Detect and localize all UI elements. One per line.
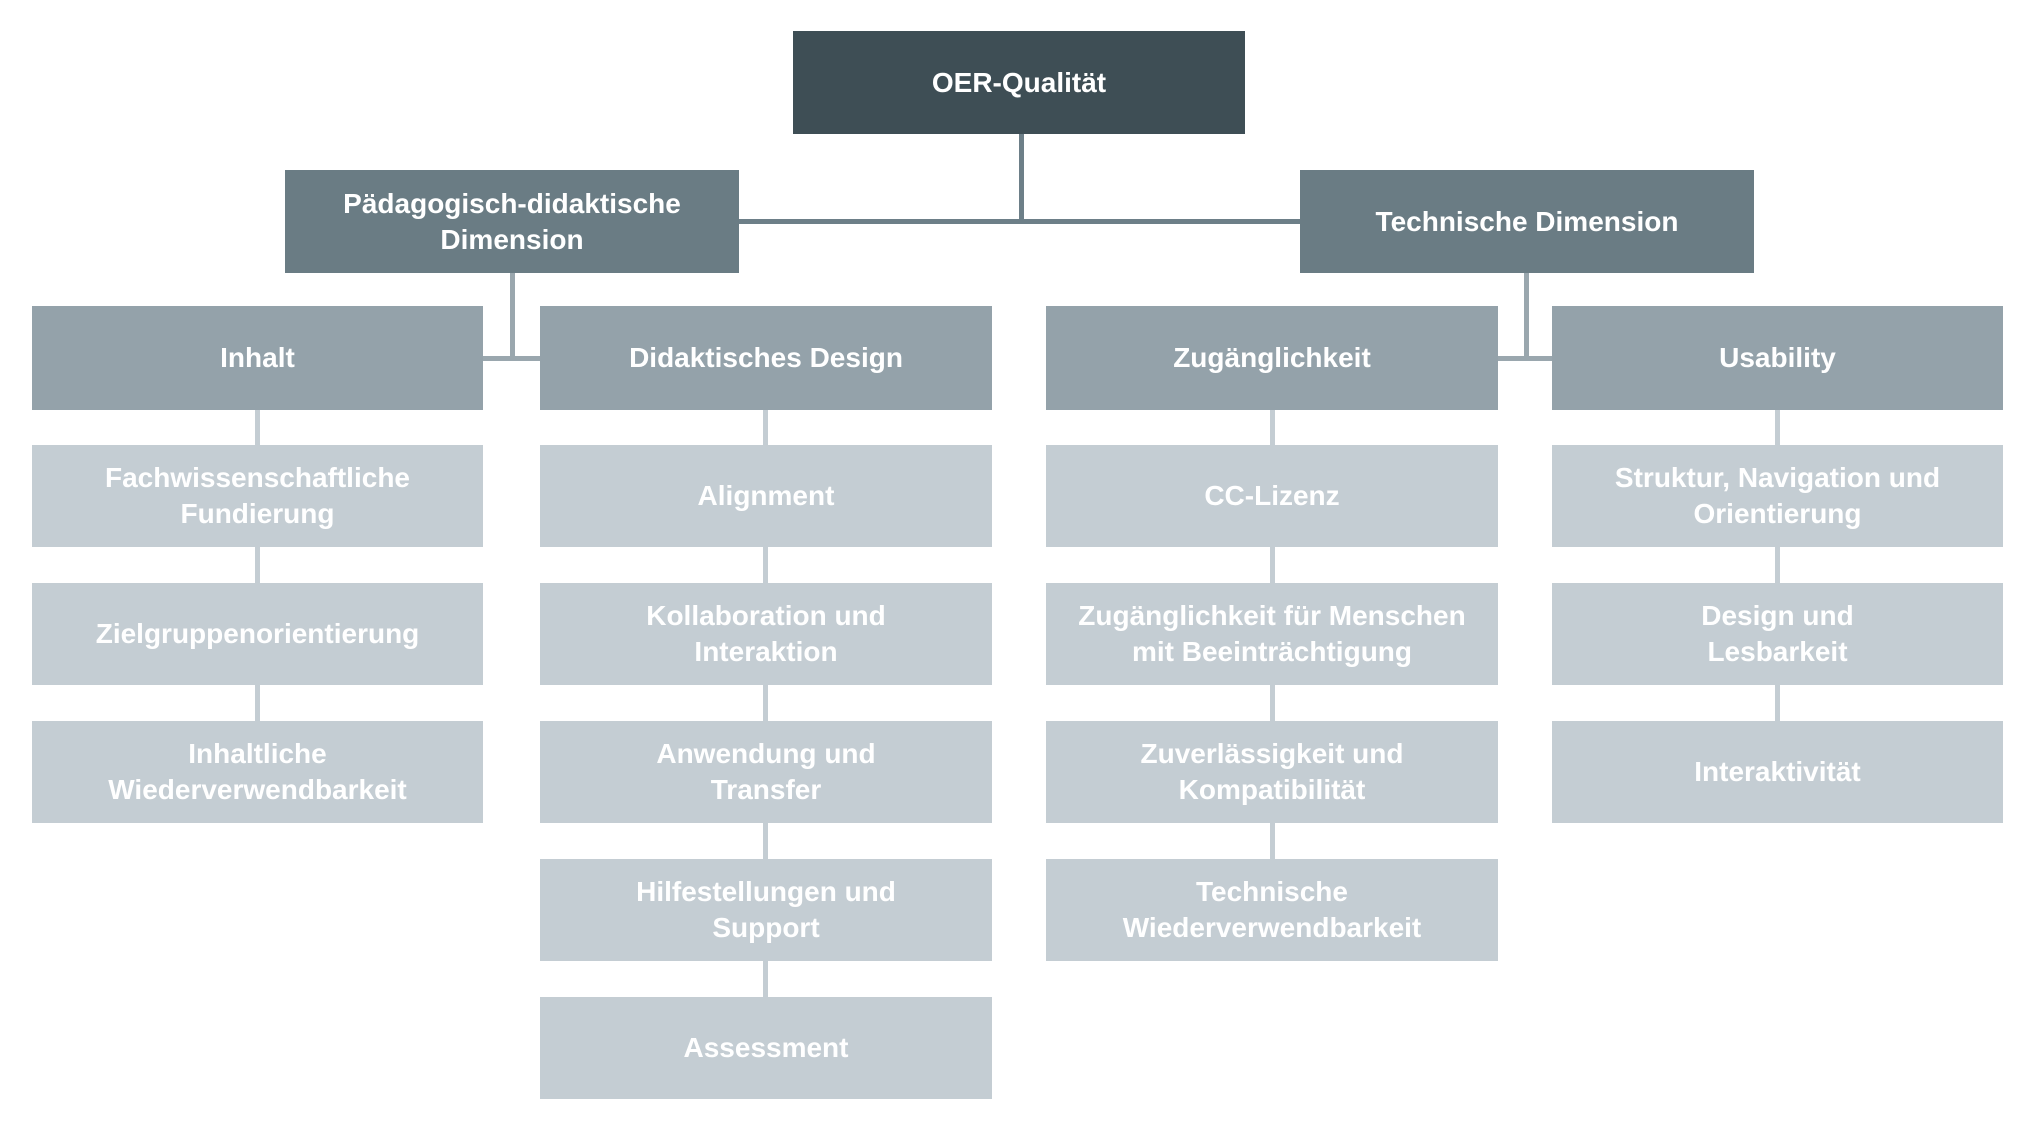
node-anwendung-und-transfer: Anwendung und Transfer [540, 721, 992, 823]
connector-col3-3 [1270, 685, 1275, 721]
node-zugaenglichkeit: Zugänglichkeit [1046, 306, 1498, 410]
node-assessment: Assessment [540, 997, 992, 1099]
node-technische-wiederverwendbarkeit: Technische Wiederverwendbarkeit [1046, 859, 1498, 961]
connector-col1-1 [255, 410, 260, 445]
connector-paedagogisch-stub [483, 356, 540, 361]
connector-col2-4 [763, 823, 768, 859]
node-technische-dimension: Technische Dimension [1300, 170, 1754, 273]
node-oer-qualitaet: OER-Qualität [793, 31, 1245, 134]
connector-technisch-vertical [1524, 273, 1529, 361]
node-alignment: Alignment [540, 445, 992, 547]
connector-col2-1 [763, 410, 768, 445]
node-zugaenglichkeit-fuer-menschen: Zugänglichkeit für Menschen mit Beeinträ… [1046, 583, 1498, 685]
connector-col1-3 [255, 685, 260, 721]
node-zuverlaessigkeit-und-kompatibilitaet: Zuverlässigkeit und Kompatibilität [1046, 721, 1498, 823]
connector-paedagogisch-vertical [510, 273, 515, 361]
node-usability: Usability [1552, 306, 2003, 410]
node-inhaltliche-wiederverwendbarkeit: Inhaltliche Wiederverwendbarkeit [32, 721, 483, 823]
node-didaktisches-design: Didaktisches Design [540, 306, 992, 410]
connector-col2-3 [763, 685, 768, 721]
node-kollaboration-und-interaktion: Kollaboration und Interaktion [540, 583, 992, 685]
node-cc-lizenz: CC-Lizenz [1046, 445, 1498, 547]
node-inhalt: Inhalt [32, 306, 483, 410]
connector-col3-1 [1270, 410, 1275, 445]
node-hilfestellungen-und-support: Hilfestellungen und Support [540, 859, 992, 961]
connector-col3-4 [1270, 823, 1275, 859]
connector-col4-3 [1775, 685, 1780, 721]
node-design-und-lesbarkeit: Design und Lesbarkeit [1552, 583, 2003, 685]
connector-col2-5 [763, 961, 768, 997]
connector-col4-2 [1775, 547, 1780, 583]
connector-col1-2 [255, 547, 260, 583]
connector-technisch-stub [1498, 356, 1553, 361]
node-paedagogisch-didaktische-dimension: Pädagogisch-didaktische Dimension [285, 170, 739, 273]
node-zielgruppenorientierung: Zielgruppenorientierung [32, 583, 483, 685]
connector-root-horizontal [739, 219, 1300, 224]
node-struktur-navigation-orientierung: Struktur, Navigation und Orientierung [1552, 445, 2003, 547]
connector-root-vertical [1019, 134, 1024, 221]
node-interaktivitaet: Interaktivität [1552, 721, 2003, 823]
connector-col4-1 [1775, 410, 1780, 445]
node-fachwissenschaftliche-fundierung: Fachwissenschaftliche Fundierung [32, 445, 483, 547]
connector-col2-2 [763, 547, 768, 583]
connector-col3-2 [1270, 547, 1275, 583]
